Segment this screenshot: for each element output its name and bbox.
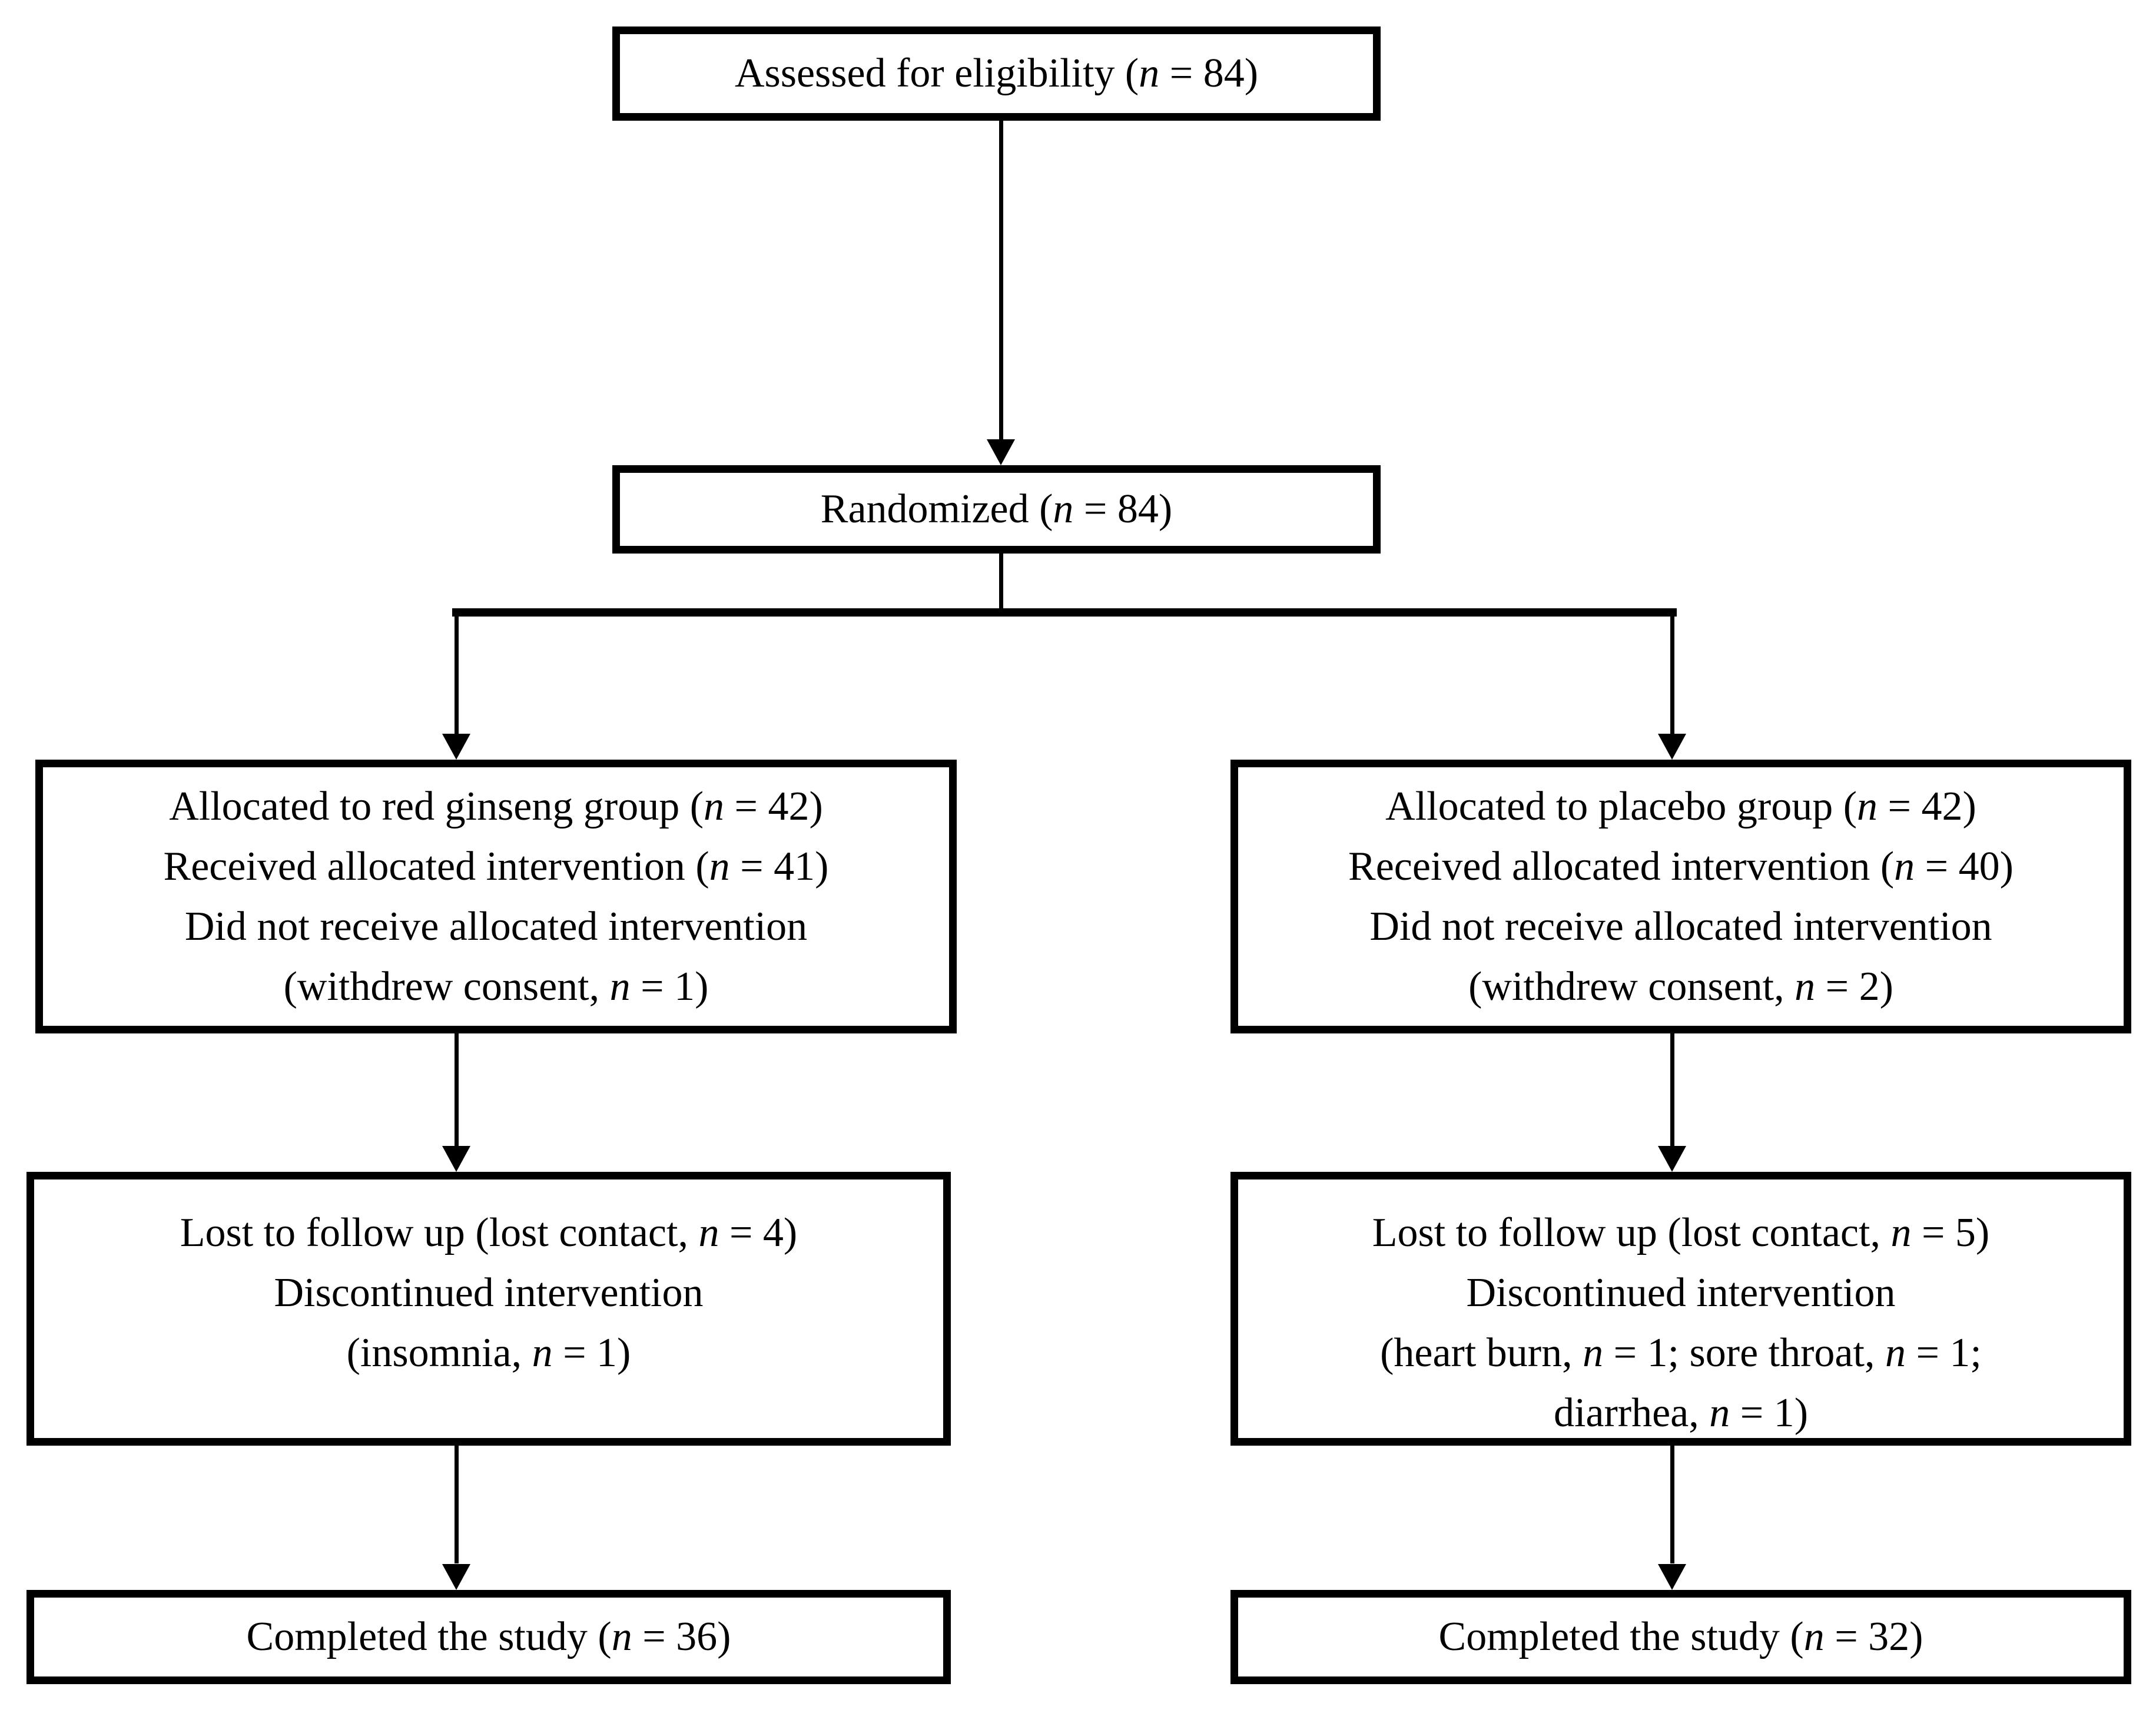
allocation-placebo-line: Did not receive allocated intervention [1369,903,1992,949]
followup-placebo-line: diarrhea, n = 1) [1553,1390,1809,1436]
followup-red-ginseng-line: Discontinued intervention [274,1270,704,1316]
allocation-placebo-line: (withdrew consent, n = 2) [1468,963,1893,1009]
connector-ginseng-followup-to-completed-line [455,1446,459,1563]
arrow-down-icon [1658,1564,1686,1590]
allocation-red-ginseng-box: Allocated to red ginseng group (n = 42) … [35,760,957,1033]
branch-horizontal-line [452,608,1677,617]
connector-placebo-followup-to-completed-line [1670,1446,1674,1563]
allocation-red-ginseng-line: Allocated to red ginseng group (n = 42) [169,783,823,829]
allocation-red-ginseng-line: (withdrew consent, n = 1) [283,963,709,1009]
followup-placebo-line: Discontinued intervention [1466,1270,1896,1316]
randomized-text: Randomized (n = 84) [820,486,1173,532]
arrow-down-icon [987,439,1015,465]
allocation-placebo-line: Allocated to placebo group (n = 42) [1385,783,1976,829]
connector-branch-to-ginseng-line [455,612,459,736]
arrow-down-icon [442,734,470,760]
followup-placebo-line: Lost to follow up (lost contact, n = 5) [1372,1210,1990,1255]
followup-red-ginseng-line: Lost to follow up (lost contact, n = 4) [180,1210,798,1255]
assessed-eligibility-box: Assessed for eligibility (n = 84) [612,26,1381,121]
completed-placebo-text: Completed the study (n = 32) [1438,1614,1923,1659]
connector-assessed-to-randomized-line [999,121,1003,442]
randomized-box: Randomized (n = 84) [612,465,1381,554]
connector-placebo-allocation-to-followup-line [1670,1033,1674,1148]
followup-placebo-box: Lost to follow up (lost contact, n = 5) … [1230,1172,2131,1446]
arrow-down-icon [1658,734,1686,760]
completed-placebo-box: Completed the study (n = 32) [1230,1590,2131,1684]
completed-red-ginseng-text: Completed the study (n = 36) [246,1614,731,1659]
allocation-placebo-box: Allocated to placebo group (n = 42) Rece… [1230,760,2131,1033]
allocation-red-ginseng-line: Did not receive allocated intervention [184,903,808,949]
followup-red-ginseng-box: Lost to follow up (lost contact, n = 4) … [26,1172,951,1446]
connector-branch-to-placebo-line [1670,612,1674,736]
connector-randomized-to-branch-line [999,554,1003,617]
completed-red-ginseng-box: Completed the study (n = 36) [26,1590,951,1684]
arrow-down-icon [442,1564,470,1590]
connector-ginseng-allocation-to-followup-line [455,1033,459,1148]
arrow-down-icon [442,1146,470,1172]
allocation-placebo-line: Received allocated intervention (n = 40) [1348,843,2014,889]
assessed-eligibility-text: Assessed for eligibility (n = 84) [734,51,1259,96]
allocation-red-ginseng-line: Received allocated intervention (n = 41) [163,843,829,889]
followup-placebo-line: (heart burn, n = 1; sore throat, n = 1; [1380,1330,1982,1376]
arrow-down-icon [1658,1146,1686,1172]
followup-red-ginseng-line: (insomnia, n = 1) [346,1330,631,1376]
